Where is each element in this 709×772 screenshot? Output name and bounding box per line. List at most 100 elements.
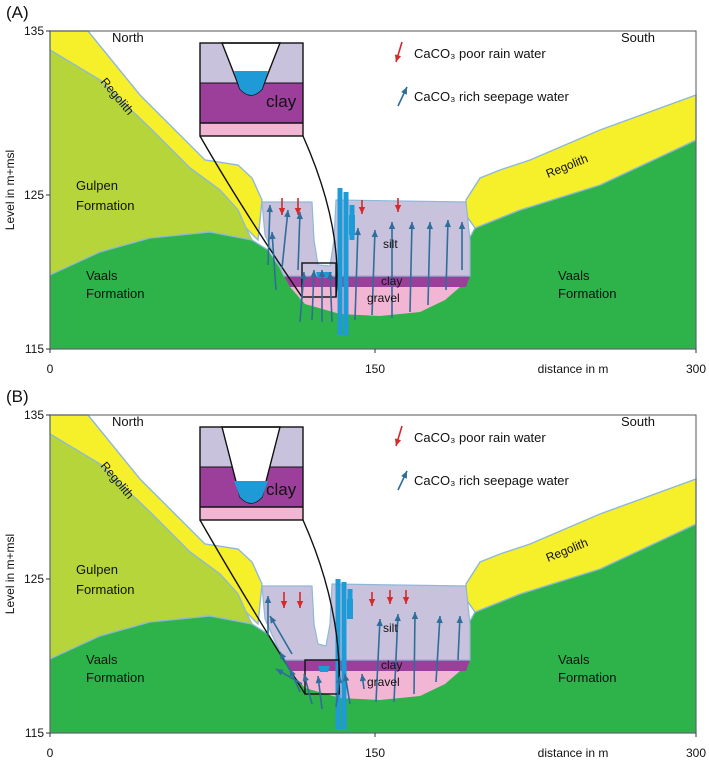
- well-pipe: [337, 188, 343, 335]
- y-axis-label: Level in m+msl: [3, 150, 17, 230]
- x-tick-label: 150: [365, 362, 385, 376]
- rain-arrow: [296, 592, 304, 608]
- gravel-layer: [290, 287, 460, 316]
- legend-rain-arrow: [394, 425, 403, 447]
- gulpen-label-line1: Gulpen: [76, 562, 118, 577]
- x-tick-label: 150: [365, 746, 385, 760]
- vaals-left-label-line2: Formation: [86, 286, 145, 301]
- legend-seepage-label: CaCO₃ rich seepage water: [414, 473, 570, 488]
- well-screen: [347, 599, 353, 619]
- seepage-arrow: [375, 618, 383, 703]
- seepage-arrow: [408, 221, 416, 313]
- seepage-arrow: [302, 673, 313, 705]
- seepage-arrow: [458, 222, 466, 270]
- seepage-arrow: [354, 227, 361, 321]
- seepage-arrow: [335, 675, 343, 708]
- rain-arrow: [358, 200, 366, 214]
- seepage-arrow: [266, 204, 273, 266]
- seepage-arrow: [269, 615, 293, 655]
- y-tick-label: 135: [24, 408, 44, 422]
- seepage-arrow: [275, 668, 303, 685]
- gravel-label: gravel: [367, 675, 400, 689]
- connector-right: [302, 135, 338, 298]
- y-axis-label: Level in m+msl: [3, 534, 17, 614]
- y-tick-label: 115: [25, 342, 44, 356]
- seepage-arrow: [371, 229, 378, 316]
- inset-water: [234, 71, 268, 95]
- x-tick-label: 300: [686, 362, 706, 376]
- plot-border: [49, 30, 697, 350]
- seepage-arrow: [426, 221, 434, 306]
- well-pipe: [343, 192, 349, 335]
- seepage-arrow: [296, 211, 303, 271]
- seepage-arrow: [411, 611, 419, 695]
- gravel-label: gravel: [367, 291, 400, 305]
- silt-layer: [261, 199, 471, 277]
- inset-clay-label: clay: [266, 480, 297, 499]
- clay-label: clay: [381, 658, 402, 672]
- connector-right: [302, 519, 341, 695]
- channel-water: [318, 666, 330, 672]
- rain-arrow: [402, 590, 410, 604]
- seepage-arrow: [310, 269, 317, 321]
- south-label: South: [621, 414, 655, 429]
- seepage-arrow: [342, 673, 351, 705]
- legend-rain-arrow: [394, 41, 403, 63]
- legend-rain-label: CaCO₃ poor rain water: [414, 430, 546, 445]
- x-axis-label: distance in m: [538, 746, 609, 760]
- x-tick-label: 0: [47, 362, 54, 376]
- vaals-left-label-line2: Formation: [86, 670, 145, 685]
- inset-water: [234, 481, 268, 503]
- inset-clay-label: clay: [266, 92, 297, 111]
- rain-arrow: [280, 592, 288, 608]
- y-tick-label: 135: [24, 24, 44, 38]
- rain-arrow: [368, 592, 376, 606]
- seepage-arrow: [388, 222, 396, 318]
- gulpen-label-line2: Formation: [76, 198, 135, 213]
- x-axis-label: distance in m: [538, 362, 609, 376]
- gravel-layer: [290, 671, 460, 700]
- y-tick-label: 115: [25, 726, 44, 740]
- x-tick-label: 0: [47, 746, 54, 760]
- vaals-left-label-line1: Vaals: [86, 268, 118, 283]
- vaals-right-label-line1: Vaals: [558, 652, 590, 667]
- connector-left: [199, 135, 303, 298]
- silt-layer: [261, 583, 471, 661]
- well-screen: [349, 215, 355, 235]
- plot-border: [49, 414, 697, 734]
- north-label: North: [112, 414, 144, 429]
- panel-label: (A): [6, 3, 29, 22]
- seepage-arrow: [299, 271, 307, 323]
- rain-arrow: [294, 198, 302, 215]
- rain-arrow: [278, 198, 286, 215]
- seepage-arrow: [315, 675, 323, 710]
- seepage-arrow: [269, 231, 277, 291]
- panel-label: (B): [6, 387, 29, 406]
- gulpen-label-line2: Formation: [76, 582, 135, 597]
- seepage-arrow: [456, 615, 463, 661]
- south-label: South: [621, 30, 655, 45]
- vaals-right-label-line2: Formation: [558, 670, 617, 685]
- legend-seepage-label: CaCO₃ rich seepage water: [414, 89, 570, 104]
- vaals-right-label-line2: Formation: [558, 286, 617, 301]
- legend-seepage-arrow: [397, 470, 408, 491]
- inset-detail: clay: [199, 426, 304, 521]
- seepage-arrow: [435, 615, 443, 683]
- legend-rain-label: CaCO₃ poor rain water: [414, 46, 546, 61]
- seepage-arrow: [281, 209, 291, 269]
- clay-layer: [284, 276, 470, 287]
- y-tick-label: 125: [24, 188, 44, 202]
- rain-arrow: [394, 198, 402, 212]
- seepage-arrow: [327, 271, 334, 323]
- vaals-right-label-line1: Vaals: [558, 268, 590, 283]
- gulpen-label-line1: Gulpen: [76, 178, 118, 193]
- silt-label: silt: [383, 621, 398, 635]
- well-pipe: [341, 582, 347, 729]
- zoom-box: [301, 262, 337, 298]
- vaals-left-label-line1: Vaals: [86, 652, 118, 667]
- x-tick-label: 300: [686, 746, 706, 760]
